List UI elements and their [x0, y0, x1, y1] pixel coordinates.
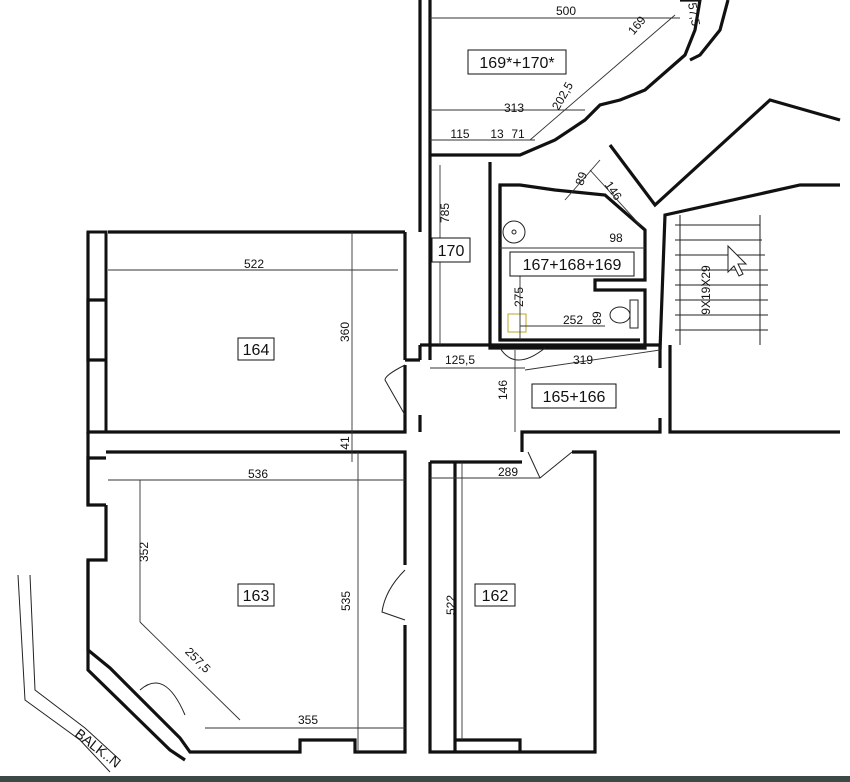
- stairs: [675, 215, 768, 345]
- dim-169: 169: [625, 13, 649, 38]
- wall-hall-right: [668, 345, 840, 434]
- dim-536: 536: [248, 467, 268, 481]
- dim-89-top: 89: [572, 170, 590, 188]
- mouse-cursor-icon: [727, 244, 748, 277]
- room-170-box: [431, 237, 471, 263]
- room-169-170-label: 169*+170*: [479, 55, 554, 72]
- room-163-box: [237, 583, 275, 607]
- sink-drain-icon: [511, 229, 517, 235]
- wall-hall: [418, 343, 662, 452]
- wall-room-162-inner: [453, 462, 522, 752]
- room-167-168-169-box: [509, 251, 635, 277]
- wall-bathroom: [488, 162, 647, 350]
- room-162-box: [474, 583, 516, 607]
- wall-bathroom-inner: [498, 185, 640, 342]
- room-162-label: 162: [482, 588, 509, 605]
- dim-257-5: 257,5: [182, 645, 213, 676]
- toilet-tank-icon: [629, 299, 639, 329]
- dim-275: 275: [512, 287, 526, 307]
- wall-upper-right-diagonal-outer: [689, 0, 730, 62]
- dim-522-162: 522: [444, 595, 458, 615]
- dim-535: 535: [339, 591, 353, 611]
- room-164-box: [237, 337, 275, 361]
- dim-319: 319: [573, 353, 593, 367]
- door-arc-162: [527, 451, 573, 479]
- bottom-bar: [0, 776, 850, 782]
- dim-98: 98: [609, 231, 623, 245]
- dim-146-top: 146: [602, 178, 625, 203]
- wall-stairs-diagonal-2: [658, 183, 840, 351]
- window-bump-164: [86, 298, 106, 362]
- floor-drain-icon: [507, 313, 527, 333]
- wall-room-163-outer: [86, 560, 186, 762]
- dim-500: 500: [556, 4, 576, 18]
- sink-icon: [502, 220, 526, 244]
- dim-252: 252: [563, 313, 583, 327]
- room-167-168-169-label: 167+168+169: [523, 257, 622, 274]
- window-bump-163: [86, 456, 106, 507]
- wall-stairs-diagonal: [608, 98, 841, 208]
- dim-522-top: 522: [244, 257, 264, 271]
- dim-13: 13: [490, 127, 504, 141]
- dim-352: 352: [137, 542, 151, 562]
- room-169-170-box: [467, 49, 567, 75]
- room-163-label: 163: [243, 588, 270, 605]
- door-arc-163: [381, 569, 406, 621]
- dim-785: 785: [438, 203, 452, 223]
- dim-57-5: 57,5: [685, 2, 703, 28]
- balcony-outline: [17, 574, 121, 773]
- door-arc-balcony: [139, 682, 186, 716]
- room-164-label: 164: [243, 342, 270, 359]
- dim-313: 313: [504, 101, 524, 115]
- room-165-166-box: [531, 383, 617, 409]
- dimension-lines: [108, 14, 680, 752]
- wall-room-162: [428, 450, 597, 754]
- toilet-icon: [609, 306, 631, 324]
- dim-355: 355: [298, 713, 318, 727]
- dim-41: 41: [338, 436, 352, 450]
- wall-room-164: [86, 230, 420, 434]
- dim-289: 289: [498, 465, 518, 479]
- door-arc-164: [384, 364, 406, 416]
- dim-115: 115: [450, 127, 469, 141]
- wall-room-164-thick-left: [86, 230, 108, 434]
- door-arc-bathroom: [499, 347, 546, 361]
- dim-125-5: 125,5: [445, 353, 475, 367]
- dim-89-bottom: 89: [590, 311, 604, 325]
- dim-71: 71: [511, 127, 525, 141]
- dim-202-5: 202,5: [549, 79, 576, 112]
- balcony-label: BALK..N: [72, 725, 124, 771]
- wall-upper-right-diagonal: [430, 0, 702, 157]
- stairs-label: 9X19X29: [699, 265, 713, 315]
- dim-146-hall: 146: [496, 380, 510, 400]
- room-165-166-label: 165+166: [543, 389, 606, 406]
- dim-360: 360: [338, 322, 352, 342]
- room-170-label: 170: [438, 243, 465, 260]
